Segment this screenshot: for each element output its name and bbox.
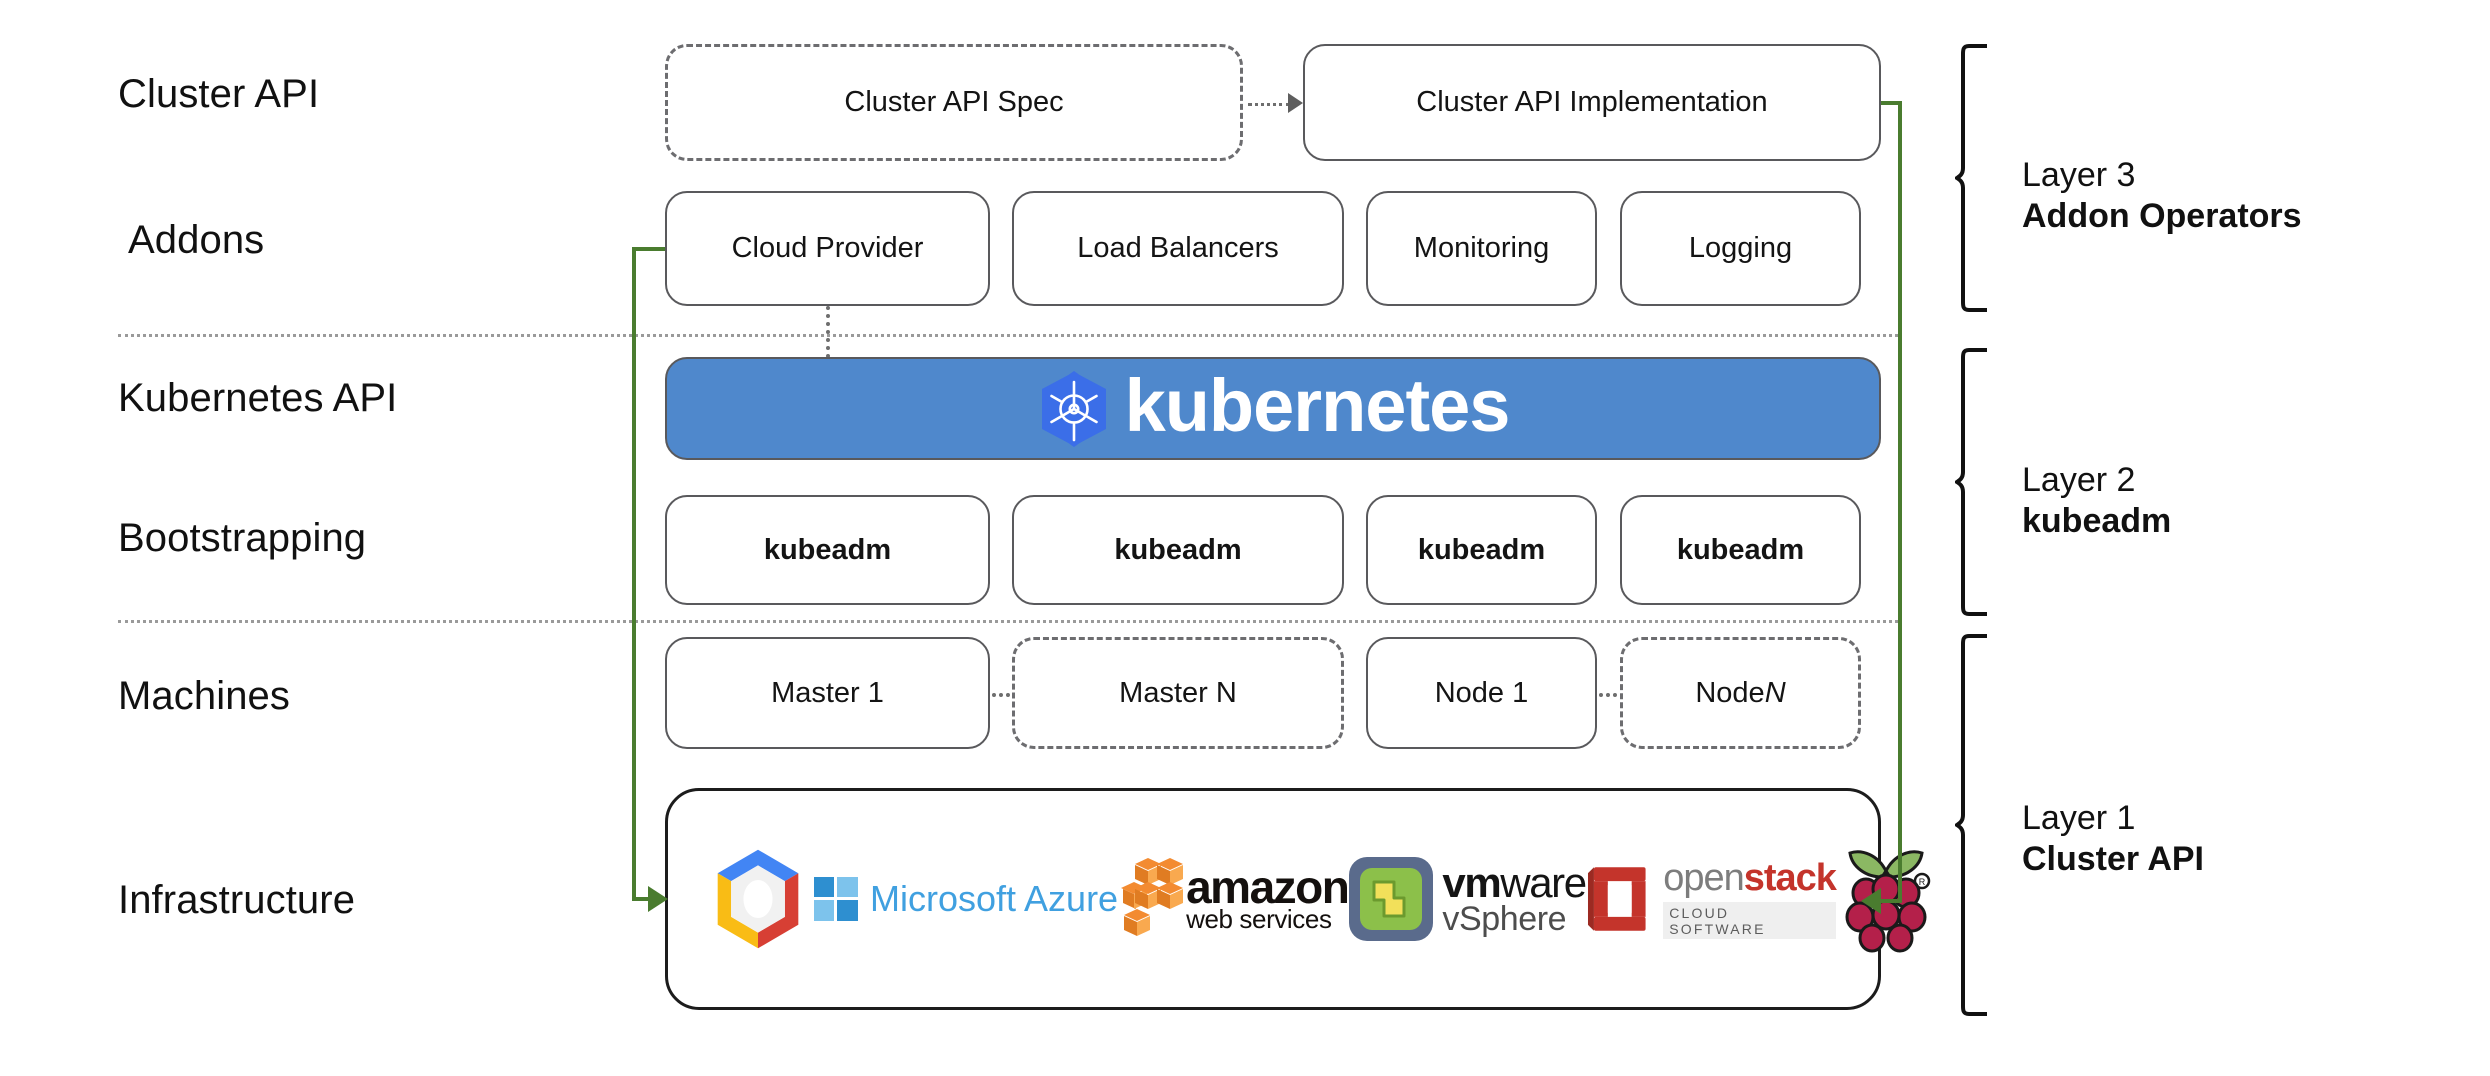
green-path-right-bottom — [1881, 899, 1902, 903]
vsphere-wordmark: vSphere — [1442, 899, 1567, 938]
node-label: Logging — [1688, 232, 1793, 265]
separator-layer3-layer2 — [118, 334, 1898, 337]
brace-layer-3 — [1953, 44, 2003, 317]
node-kubeadm-4[interactable]: kubeadm — [1620, 495, 1861, 605]
connector-master1-to-masterN — [992, 693, 1010, 697]
node-cluster-api-implementation[interactable]: Cluster API Implementation — [1303, 44, 1881, 161]
kubernetes-api-banner[interactable]: kubernetes — [665, 357, 1881, 460]
layer-caption-1: Layer 1 Cluster API — [2022, 798, 2204, 880]
google-cloud-icon — [702, 843, 814, 955]
node-label: Cluster API Implementation — [1416, 86, 1768, 119]
node-label: Master 1 — [771, 676, 884, 709]
node-label: Node 1 — [1434, 676, 1529, 709]
node-label: kubeadm — [1114, 533, 1242, 566]
svg-text:R: R — [1919, 877, 1926, 887]
vmware-wordmark-vm: vm — [1442, 858, 1501, 906]
node-label-suffix: N — [1764, 676, 1786, 709]
layer-caption-3: Layer 3 Addon Operators — [2022, 155, 2302, 237]
separator-layer2-layer1 — [118, 620, 1898, 623]
node-label: kubeadm — [1676, 533, 1805, 566]
node-node-n[interactable]: Node N — [1620, 637, 1861, 749]
node-addon-logging[interactable]: Logging — [1620, 191, 1861, 306]
node-label: Cluster API Spec — [844, 86, 1064, 119]
connector-spec-to-implementation — [1248, 103, 1290, 106]
brace-layer-2 — [1953, 348, 2003, 621]
node-addon-monitoring[interactable]: Monitoring — [1366, 191, 1597, 306]
green-path-left-bottom — [632, 897, 660, 901]
node-node-1[interactable]: Node 1 — [1366, 637, 1597, 749]
infrastructure-providers-box[interactable]: Microsoft Azure amazon web serv — [665, 788, 1931, 1010]
green-path-right-vertical — [1898, 101, 1902, 901]
node-addon-cloud-provider[interactable]: Cloud Provider — [665, 191, 990, 306]
layer-caption-2: Layer 2 kubeadm — [2022, 460, 2171, 542]
node-kubeadm-3[interactable]: kubeadm — [1366, 495, 1597, 605]
aws-wordmark-amazon: amazon — [1186, 860, 1350, 913]
row-label-bootstrapping: Bootstrapping — [118, 516, 367, 560]
green-arrowhead-into-infrastructure-right — [1861, 888, 1881, 914]
openstack-icon: openstack CLOUD SOFTWARE — [1586, 859, 1837, 939]
microsoft-azure-icon: Microsoft Azure — [814, 877, 1118, 921]
openstack-tagline: CLOUD SOFTWARE — [1663, 902, 1837, 939]
row-label-infrastructure: Infrastructure — [118, 878, 356, 922]
node-kubeadm-2[interactable]: kubeadm — [1012, 495, 1344, 605]
node-master-1[interactable]: Master 1 — [665, 637, 990, 749]
arrowhead-spec-to-implementation — [1288, 93, 1303, 113]
layer-caption-1-top: Layer 1 — [2022, 799, 2136, 837]
aws-wordmark-webservices: web services — [1186, 904, 1332, 935]
aws-icon: amazon web services — [1118, 856, 1350, 942]
brace-layer-1 — [1953, 634, 2003, 1021]
green-path-left-top — [632, 247, 665, 251]
vmware-wordmark: vmware — [1442, 861, 1587, 903]
vmware-icon: vmware vSphere — [1348, 856, 1587, 942]
layer-caption-2-top: Layer 2 — [2022, 461, 2136, 499]
node-master-n[interactable]: Master N — [1012, 637, 1344, 749]
node-kubeadm-1[interactable]: kubeadm — [665, 495, 990, 605]
node-cluster-api-spec[interactable]: Cluster API Spec — [665, 44, 1243, 161]
row-label-addons: Addons — [128, 218, 265, 262]
node-label: Monitoring — [1413, 232, 1550, 265]
kubernetes-helm-icon — [1037, 370, 1111, 448]
kubernetes-wordmark: kubernetes — [1124, 363, 1511, 447]
node-label: Master N — [1119, 676, 1237, 709]
node-label: kubeadm — [763, 533, 892, 566]
vmware-wordmark-ware: ware — [1500, 858, 1587, 906]
node-label: kubeadm — [1417, 533, 1546, 566]
node-label: Cloud Provider — [731, 232, 924, 265]
azure-wordmark: Microsoft Azure — [870, 878, 1119, 919]
node-addon-load-balancers[interactable]: Load Balancers — [1012, 191, 1344, 306]
layer-caption-2-bold: kubeadm — [2022, 501, 2172, 540]
row-label-machines: Machines — [118, 674, 290, 718]
green-path-right-top — [1881, 101, 1902, 105]
row-label-cluster-api: Cluster API — [118, 72, 320, 116]
node-label: Load Balancers — [1077, 232, 1279, 265]
node-label: Node — [1695, 676, 1765, 709]
connector-cloud-provider-to-kubernetes — [826, 306, 830, 358]
layer-caption-3-bold: Addon Operators — [2022, 196, 2302, 235]
layer-caption-1-bold: Cluster API — [2022, 839, 2205, 878]
layer-caption-3-top: Layer 3 — [2022, 156, 2136, 194]
connector-node1-to-nodeN — [1599, 693, 1617, 697]
openstack-wordmark-open: open — [1663, 857, 1745, 899]
green-path-left-vertical — [632, 247, 636, 901]
green-arrowhead-into-infrastructure-left — [648, 886, 668, 912]
openstack-wordmark-stack: stack — [1743, 857, 1837, 899]
row-label-kubernetes-api: Kubernetes API — [118, 376, 398, 420]
